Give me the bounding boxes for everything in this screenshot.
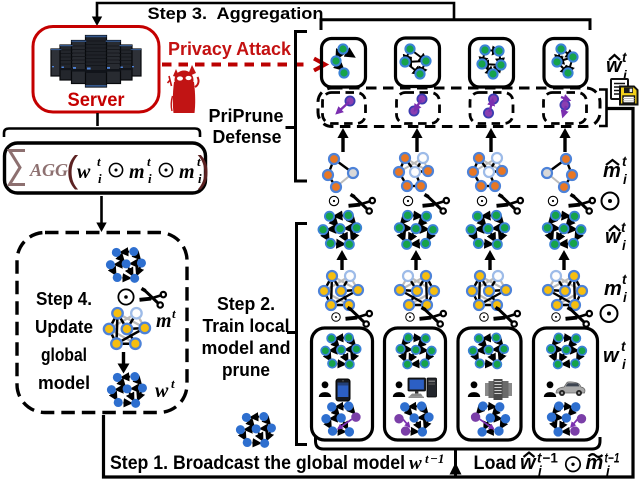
- svg-text:Step 3. Aggregation: Step 3. Aggregation: [148, 4, 324, 23]
- svg-text:Step 4.: Step 4.: [36, 289, 92, 309]
- svg-text:t: t: [622, 272, 627, 287]
- svg-text:t: t: [537, 451, 542, 466]
- svg-text:Load: Load: [474, 453, 517, 474]
- svg-text:t: t: [97, 154, 101, 169]
- svg-text:Step 1. Broadcast the global m: Step 1. Broadcast the global model: [110, 453, 405, 474]
- svg-text:Server: Server: [68, 90, 126, 111]
- svg-text:t−1: t−1: [605, 451, 620, 466]
- svg-text:t: t: [622, 50, 627, 65]
- svg-text:t: t: [197, 154, 201, 169]
- svg-text:t: t: [621, 339, 626, 354]
- svg-text:Train local: Train local: [203, 316, 290, 336]
- svg-text:prune: prune: [222, 360, 270, 380]
- svg-text:w: w: [520, 452, 537, 474]
- svg-text:i: i: [622, 357, 626, 372]
- svg-text:m: m: [604, 278, 622, 300]
- svg-text:m: m: [156, 310, 172, 332]
- svg-text:Defense: Defense: [213, 127, 282, 147]
- svg-text:i: i: [148, 171, 152, 186]
- svg-text:PriPrune: PriPrune: [209, 106, 284, 126]
- svg-text:Privacy Attack: Privacy Attack: [168, 39, 292, 59]
- svg-text:m: m: [129, 161, 145, 183]
- svg-text:AGG: AGG: [29, 160, 68, 180]
- svg-text:−1: −1: [430, 451, 444, 466]
- svg-text:i: i: [623, 172, 627, 187]
- svg-text:Update: Update: [35, 317, 93, 337]
- svg-text:global: global: [41, 345, 87, 365]
- svg-text:i: i: [198, 171, 202, 186]
- svg-text:i: i: [623, 290, 627, 305]
- svg-text:t: t: [171, 376, 175, 391]
- svg-text:t: t: [621, 220, 626, 235]
- svg-text:t: t: [622, 154, 627, 169]
- svg-text:m: m: [603, 160, 621, 182]
- svg-text:w: w: [155, 380, 169, 402]
- svg-text:w: w: [77, 161, 91, 183]
- svg-text:i: i: [606, 464, 610, 479]
- svg-text:−1: −1: [543, 451, 559, 466]
- svg-text:w: w: [409, 453, 422, 474]
- svg-text:w: w: [606, 55, 623, 77]
- svg-text:t: t: [147, 154, 151, 169]
- svg-text:m: m: [179, 161, 195, 183]
- svg-text:w: w: [605, 226, 622, 248]
- svg-text:t: t: [172, 306, 176, 321]
- svg-text:t: t: [425, 451, 429, 466]
- svg-text:w: w: [603, 345, 620, 367]
- svg-text:model: model: [38, 373, 90, 393]
- svg-text:Step 2.: Step 2.: [217, 294, 275, 314]
- svg-text:model and: model and: [202, 338, 291, 358]
- svg-text:): ): [198, 149, 210, 190]
- svg-text:(: (: [66, 149, 79, 190]
- svg-text:i: i: [623, 68, 627, 83]
- svg-text:i: i: [622, 238, 626, 253]
- svg-text:i: i: [98, 171, 102, 186]
- svg-text:i: i: [538, 464, 542, 479]
